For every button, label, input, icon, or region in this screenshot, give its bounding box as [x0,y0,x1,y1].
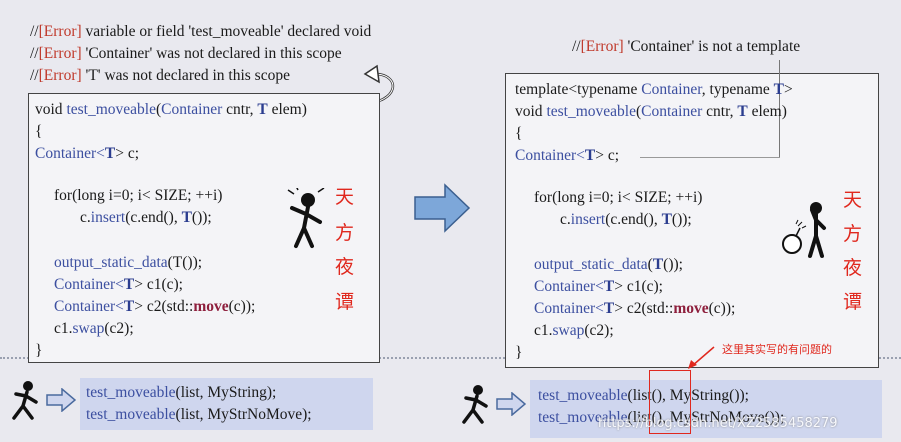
left-line-4: c.insert(c.end(), T()); [80,209,212,226]
left-line-7: Container<T> c2(std::move(c)); [54,298,256,315]
cn-char-right-3: 夜 [843,257,863,279]
annotation-arrow-icon [688,346,715,369]
left-call-1: test_moveable(list, MyString); [86,384,277,401]
right-template-line: template<typename Container, typename T> [515,81,793,98]
left-call-box [80,378,373,430]
cn-char-right-4: 谭 [843,291,863,313]
small-right-arrow-icon-right [496,392,526,416]
left-brace-open: { [35,123,43,140]
right-line-3: for(long i=0; i< SIZE; ++i) [534,189,703,206]
annotation-note: 这里其实写的有问题的 [722,343,832,356]
left-call-2: test_moveable(list, MyStrNoMove); [86,406,312,423]
left-line-2: Container<T> c; [35,145,140,162]
left-signature: void test_moveable(Container cntr, T ele… [35,101,307,118]
right-line-4: c.insert(c.end(), T()); [560,211,692,228]
right-line-6: Container<T> c1(c); [534,278,663,295]
error-line-3: //[Error] 'T' was not declared in this s… [30,67,290,84]
error-line-1: //[Error] variable or field 'test_moveab… [30,23,372,40]
right-line-8: c1.swap(c2); [534,322,614,339]
bomb-figure-icon [782,202,826,258]
cn-char-left-2: 方 [335,222,355,244]
cn-char-left-4: 谭 [335,291,355,313]
right-call-2: test_moveable(list(), MyStrNoMove()); [538,409,785,426]
right-arrow-icon [414,183,471,233]
right-line-5: output_static_data(T()); [534,256,683,273]
right-call-box [530,380,882,438]
error-line-2: //[Error] 'Container' was not declared i… [30,45,342,62]
left-code-box [28,93,380,363]
indicator-line [779,60,780,158]
running-figure-icon [12,381,38,420]
small-right-arrow-icon [46,388,76,412]
dotted-separator [0,357,901,359]
left-line-6: Container<T> c1(c); [54,276,183,293]
right-line-2: Container<T> c; [515,147,620,164]
error-line-right: //[Error] 'Container' is not a template [572,38,801,55]
left-brace-close: } [35,342,43,359]
cn-char-left-3: 夜 [335,256,355,278]
confused-figure-icon [287,188,325,248]
right-brace-close: } [515,344,523,361]
right-brace-open: { [515,125,523,142]
right-signature: void test_moveable(Container cntr, T ele… [515,103,787,120]
running-figure-icon-right [462,385,488,424]
watermark: https://blog.csdn.net/XZ2585458279 [598,416,838,431]
right-call-1: test_moveable(list(), MyString()); [538,387,749,404]
left-line-5: output_static_data(T()); [54,254,203,271]
indicator-line-h [640,157,780,158]
right-line-7: Container<T> c2(std::move(c)); [534,300,736,317]
left-line-3: for(long i=0; i< SIZE; ++i) [54,187,223,204]
cn-char-right-2: 方 [843,223,863,245]
cn-char-right-1: 天 [843,189,863,211]
left-line-8: c1.swap(c2); [54,320,134,337]
highlight-box [649,370,691,434]
cn-char-left-1: 天 [335,186,355,208]
